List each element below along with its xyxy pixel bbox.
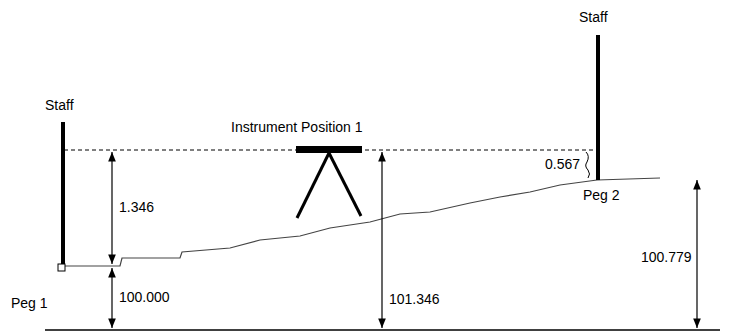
dimension-value: 101.346 xyxy=(388,292,441,307)
peg xyxy=(58,264,65,271)
dimension-value: 1.346 xyxy=(118,200,155,215)
staff xyxy=(596,35,600,180)
peg-label: Peg 1 xyxy=(10,296,49,311)
dimension-value: 100.000 xyxy=(118,290,171,305)
staff-label: Staff xyxy=(44,98,75,113)
tripod-leg xyxy=(329,153,361,216)
instrument-label: Instrument Position 1 xyxy=(230,120,364,135)
staff-label: Staff xyxy=(578,10,609,25)
peg-label: Peg 2 xyxy=(582,188,621,203)
dimension-arrow xyxy=(381,152,382,328)
ground-profile xyxy=(62,178,660,266)
dimension-arrow xyxy=(696,180,697,328)
staff xyxy=(61,122,65,268)
tripod-leg xyxy=(297,153,329,218)
dimension-arrow xyxy=(111,268,112,328)
level-instrument xyxy=(296,146,362,153)
dimension-value: 100.779 xyxy=(640,250,693,265)
dimension-arrow xyxy=(111,152,112,264)
dimension-value: 0.567 xyxy=(544,157,581,172)
brace xyxy=(586,152,590,178)
datum-line xyxy=(45,329,720,331)
